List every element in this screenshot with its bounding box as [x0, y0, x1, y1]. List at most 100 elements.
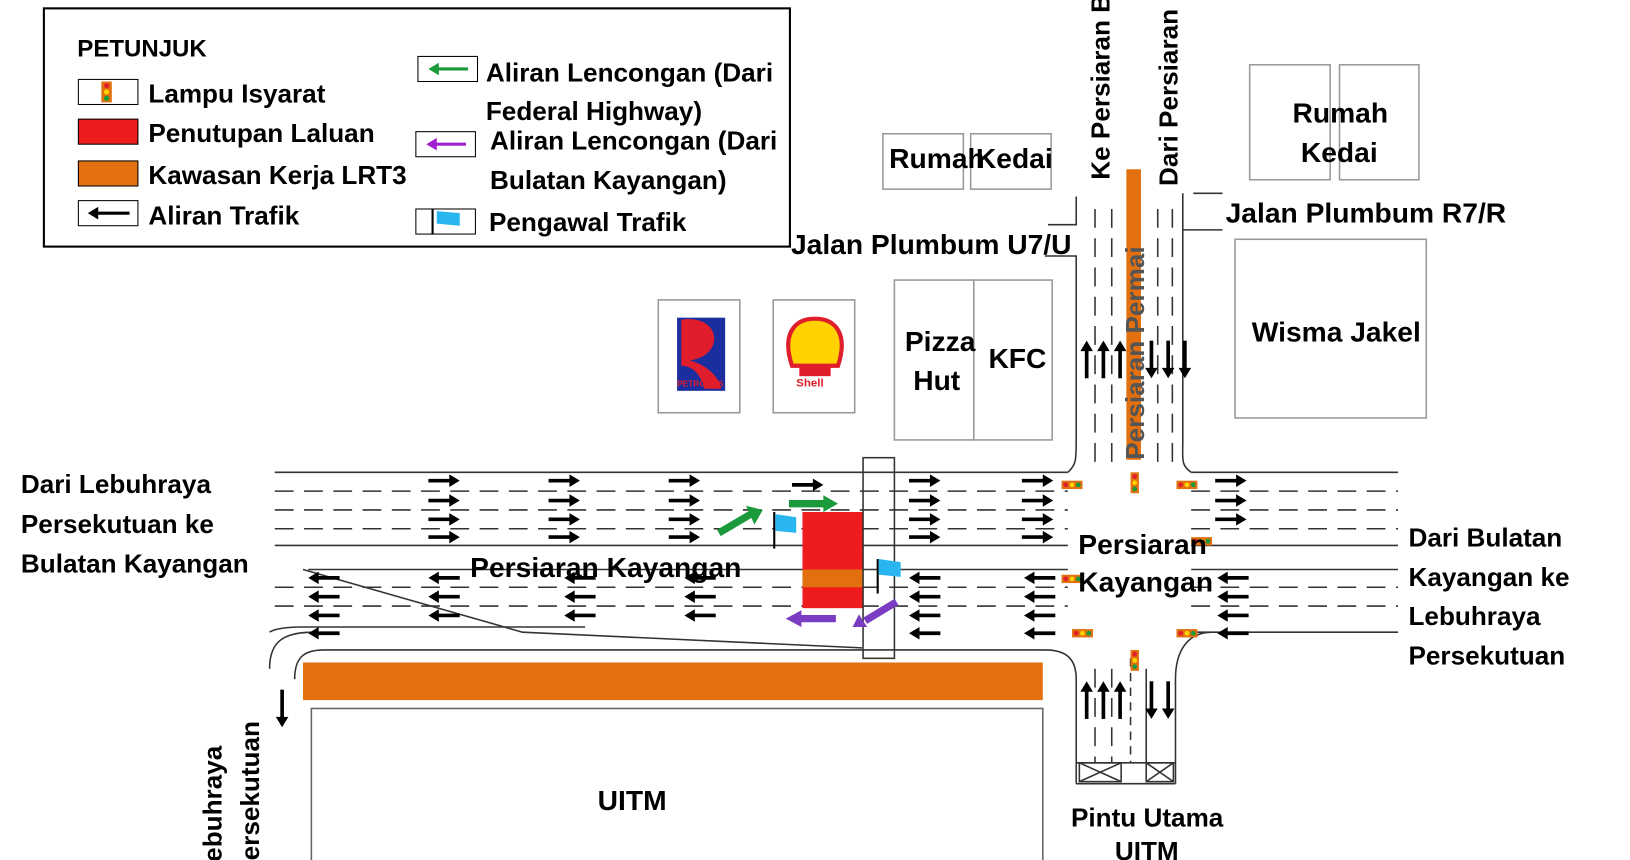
green-detour-arrow-icon	[417, 55, 479, 83]
purple-detour-arrowhead	[852, 614, 868, 627]
persekutuan-label: Persekutuan	[235, 721, 265, 860]
road-closure-swatch	[77, 118, 139, 145]
kfc-building	[973, 279, 1053, 441]
legend-label: Bulatan Kayangan)	[490, 165, 726, 195]
traffic-flow-arrow-icon	[1113, 340, 1127, 379]
lrt3-work-area-closure	[802, 569, 864, 588]
traffic-flow-arrow-icon	[1217, 626, 1249, 640]
traffic-flow-arrow-icon	[1215, 494, 1247, 507]
uitm-building	[310, 707, 1044, 860]
dari-persiaran-label: Dari Persiaran Be	[1154, 0, 1184, 186]
traffic-flow-arrow-icon	[909, 571, 941, 585]
shell-logo: Shell	[786, 316, 844, 390]
legend-label: Pengawal Trafik	[489, 207, 687, 237]
traffic-flow-arrow-icon	[428, 494, 460, 507]
legend-label: Aliran Trafik	[148, 201, 299, 231]
traffic-light-icon	[1072, 629, 1093, 638]
traffic-light-icon	[77, 78, 139, 106]
kedai-label: Kedai	[976, 142, 1053, 174]
legend-label: Federal Highway)	[486, 96, 702, 126]
traffic-flow-arrow-icon	[428, 513, 460, 526]
purple-detour-arrow	[863, 598, 899, 624]
legend-label: Lampu Isyarat	[148, 78, 325, 108]
traffic-flow-arrow-icon	[1023, 609, 1056, 622]
road-closure	[802, 512, 864, 609]
persiaran-permai-label: Persiaran Permai	[1120, 246, 1150, 459]
jalan-plumbum-u7-label: Jalan Plumbum U7/U	[791, 228, 1072, 260]
traffic-flow-arrows	[275, 340, 1249, 728]
traffic-flow-arrow-icon	[77, 200, 139, 227]
traffic-marshal-flag-icon	[773, 512, 797, 549]
traffic-flow-arrow-icon	[1217, 571, 1249, 585]
traffic-flow-arrow-icon	[909, 590, 941, 603]
traffic-flow-arrow-icon	[1217, 609, 1249, 622]
traffic-flow-arrow-icon	[548, 513, 580, 526]
traffic-flow-arrow-icon	[428, 530, 460, 544]
traffic-flow-arrow-icon	[684, 571, 716, 585]
traffic-flow-arrow-icon	[428, 571, 460, 585]
traffic-flow-arrow-icon	[1021, 494, 1054, 507]
gate-label-line1: Pintu Utama	[1071, 803, 1224, 833]
direction-west-line1: Dari Lebuhraya	[21, 469, 212, 499]
traffic-flow-arrow-icon	[1097, 340, 1110, 379]
legend-label: Kawasan Kerja LRT3	[148, 160, 406, 190]
traffic-flow-arrow-icon	[1080, 681, 1093, 719]
traffic-flow-arrow-icon	[1178, 340, 1192, 379]
traffic-flow-arrow-icon	[1023, 571, 1056, 585]
traffic-flow-arrow-icon	[548, 494, 580, 507]
rumah-kedai-left-a	[882, 132, 965, 190]
traffic-light-icon	[1061, 480, 1083, 490]
traffic-flow-arrow-icon	[909, 609, 941, 622]
traffic-flow-arrow-icon	[668, 513, 701, 526]
uitm-label: UITM	[598, 784, 667, 816]
traffic-flow-arrow-icon	[1217, 590, 1249, 603]
purple-detour-arrow-icon	[415, 131, 476, 158]
traffic-flow-arrow-icon	[684, 609, 716, 622]
traffic-flow-arrow-icon	[308, 609, 340, 622]
traffic-flow-arrow-icon	[548, 474, 580, 487]
lrt3-work-area-persiaran-permai	[1126, 169, 1141, 460]
jalan-plumbum-r7-label: Jalan Plumbum R7/R	[1226, 197, 1507, 229]
traffic-flow-arrow-icon	[909, 530, 941, 544]
traffic-flow-arrow-icon	[792, 478, 824, 492]
traffic-flow-arrow-icon	[1080, 340, 1093, 379]
traffic-flow-arrow-icon	[308, 626, 340, 640]
rumah-kedai-right-b	[1338, 64, 1420, 181]
traffic-flow-arrow-icon	[1023, 626, 1056, 640]
traffic-flow-arrow-icon	[1161, 340, 1175, 379]
green-detour-arrowhead	[823, 495, 838, 513]
legend: PETUNJUK Lampu Isyarat Penutupan Laluan …	[42, 7, 791, 248]
traffic-flow-arrow-icon	[1097, 681, 1110, 719]
wisma-jakel-label: Wisma Jakel	[1252, 316, 1421, 348]
traffic-flow-arrow-icon	[909, 494, 941, 507]
legend-label: Aliran Lencongan (Dari	[486, 58, 773, 88]
rumah-label: Rumah	[1293, 96, 1389, 128]
legend-title: PETUNJUK	[77, 35, 207, 62]
ke-persiaran-label: Ke Persiaran Be	[1086, 0, 1116, 180]
direction-west-line3: Bulatan Kayangan	[21, 549, 249, 579]
gate-label-line2: UITM	[1115, 836, 1179, 860]
lrt3-work-area-uitm	[303, 662, 1043, 701]
kayangan-junction-label: Kayangan	[1078, 565, 1213, 597]
traffic-flow-arrow-icon	[668, 474, 701, 487]
traffic-flow-arrow-icon	[909, 626, 941, 640]
pizza-hut-building	[893, 279, 975, 441]
traffic-marshal-flag-icon	[876, 559, 901, 594]
kfc-label: KFC	[988, 342, 1046, 374]
direction-east-line3: Lebuhraya	[1408, 601, 1541, 631]
persiaran-junction-label: Persiaran	[1078, 528, 1207, 560]
traffic-light-icon	[1176, 629, 1198, 638]
legend-label: Penutupan Laluan	[148, 118, 374, 148]
traffic-flow-arrow-icon	[909, 474, 941, 487]
traffic-flow-arrow-icon	[564, 609, 596, 622]
direction-east-line2: Kayangan ke	[1408, 562, 1569, 592]
traffic-flow-arrow-icon	[1145, 340, 1158, 379]
traffic-light-icon	[1191, 537, 1213, 546]
legend-label: Aliran Lencongan (Dari	[490, 125, 777, 155]
traffic-flow-arrow-icon	[1215, 474, 1247, 487]
rumah-kedai-left-b	[969, 132, 1052, 190]
wisma-jakel-building	[1234, 238, 1428, 419]
traffic-marshal-flag-icon	[415, 208, 476, 235]
traffic-flow-arrow-icon	[1145, 681, 1158, 719]
